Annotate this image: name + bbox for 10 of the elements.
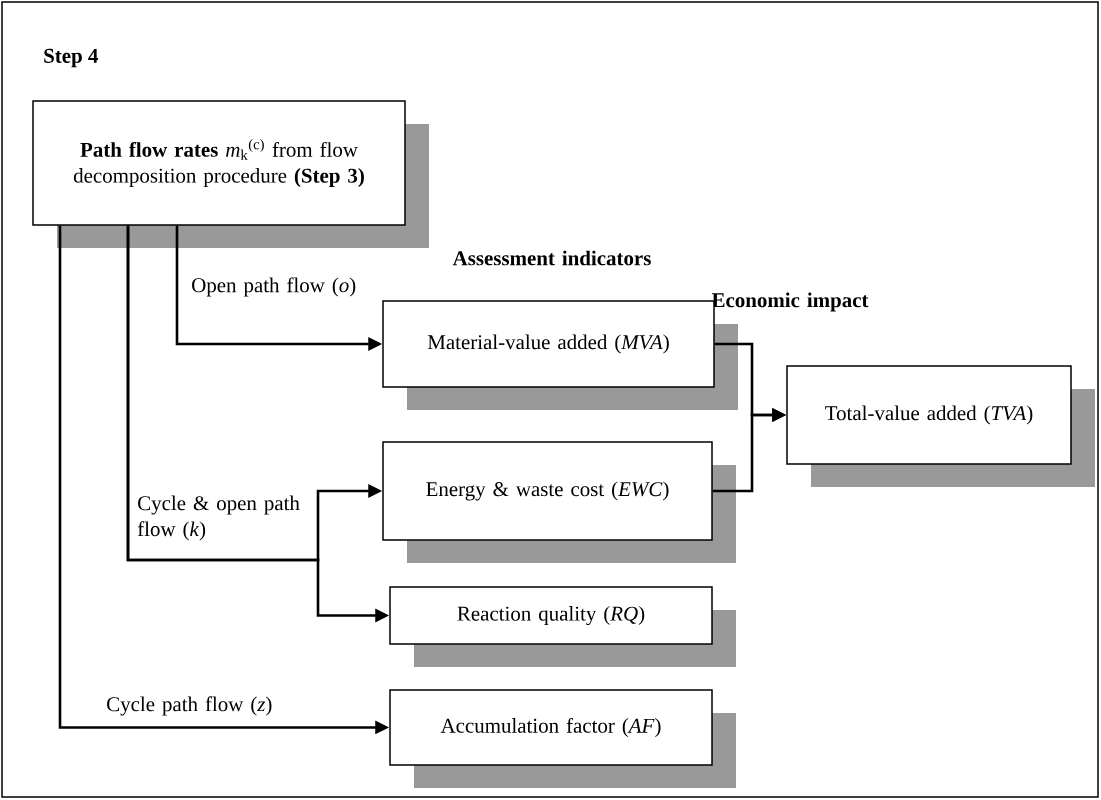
edge-label: Open path flow (o): [192, 277, 356, 297]
column-heading: Assessment indicators: [452, 250, 651, 266]
edge-label: Cycle path flow (z): [107, 696, 272, 716]
process-box: Total-value added (TVA): [786, 365, 1095, 487]
step-heading: Step 4: [44, 48, 98, 68]
process-box: Accumulation factor (AF): [389, 689, 736, 788]
process-box: Energy & waste cost (EWC): [382, 441, 736, 563]
process-box: Reaction quality (RQ): [389, 586, 736, 667]
edge-label: Cycle & open path flow (k): [137, 495, 300, 541]
process-box: Path flow rates m$_{k}$$^{(c)}$ from flow decomposition procedure (Step 3): [32, 100, 429, 248]
